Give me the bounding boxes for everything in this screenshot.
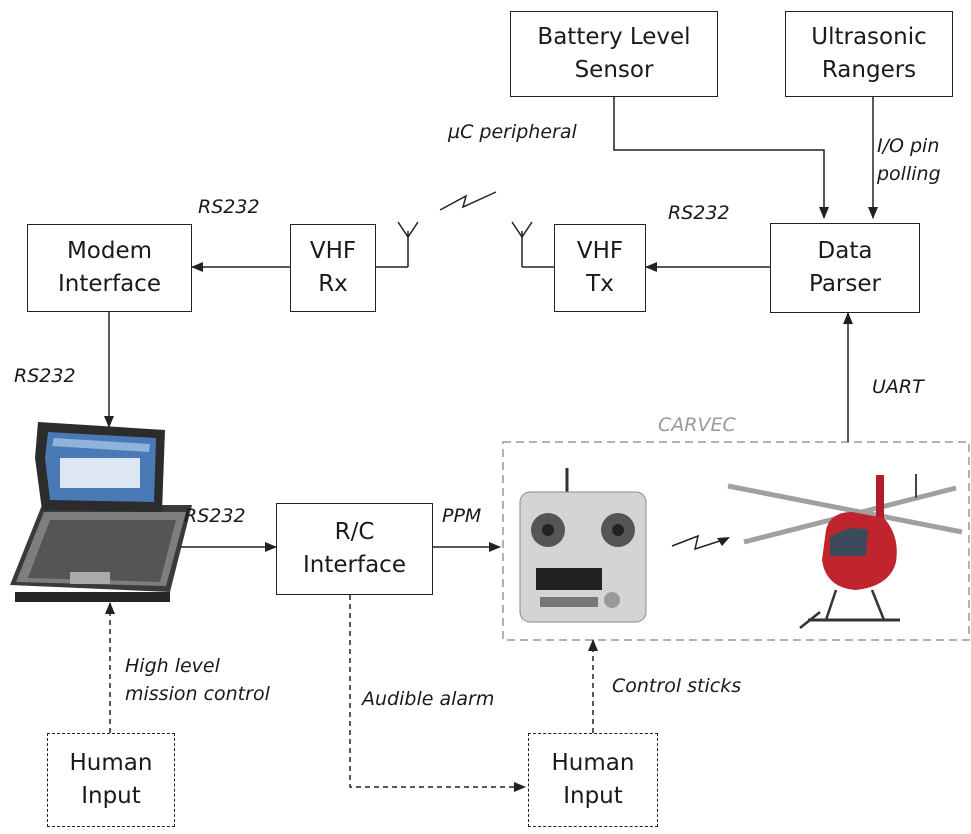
high-level-mission-control-label: High level mission control	[125, 653, 270, 708]
ultrasonic-rangers-box: Ultrasonic Rangers	[785, 11, 953, 97]
radio-link-icon	[439, 191, 497, 211]
parser-line-1: Data	[817, 237, 873, 264]
laptop-icon	[10, 422, 192, 602]
io-pin-polling-label: I/O pin polling	[877, 133, 941, 188]
ultrasonic-line-1: Ultrasonic	[811, 23, 927, 50]
vhf-tx-line-1: VHF	[576, 237, 624, 264]
high-level-line-2: mission control	[125, 682, 270, 705]
rs232-tx-label: RS232	[668, 202, 730, 224]
vhf-rx-line-2: Rx	[318, 271, 348, 297]
rc-line-1: R/C	[334, 518, 375, 545]
rs232-laptop-label: RS232	[184, 505, 246, 527]
human-input-right-box: Human Input	[528, 733, 658, 827]
vhf-rx-line-1: VHF	[309, 237, 357, 264]
io-pin-line-2: polling	[877, 162, 941, 185]
battery-line-2: Sensor	[574, 57, 654, 83]
ultrasonic-line-2: Rangers	[821, 57, 917, 83]
vhf-tx-line-2: Tx	[586, 271, 614, 297]
io-pin-line-1: I/O pin	[877, 135, 940, 157]
human-right-line-2: Input	[563, 783, 623, 809]
uc-peripheral-label: µC peripheral	[448, 121, 577, 143]
tx-antenna-icon	[511, 221, 554, 268]
battery-line-1: Battery Level	[537, 23, 691, 50]
vhf-tx-box: VHF Tx	[554, 224, 646, 312]
battery-level-sensor-box: Battery Level Sensor	[510, 11, 718, 97]
battery-to-parser-arrow	[613, 97, 829, 219]
modem-line-1: Modem	[66, 237, 153, 264]
carvec-title: CARVEC	[658, 414, 736, 436]
rs232-modem-label: RS232	[14, 365, 76, 387]
high-level-line-1: High level	[125, 655, 220, 677]
helicopter-icon	[727, 474, 963, 629]
human-left-line-1: Human	[69, 749, 153, 776]
ppm-label: PPM	[442, 505, 482, 527]
vhf-rx-box: VHF Rx	[290, 224, 376, 312]
human-right-line-1: Human	[551, 749, 635, 776]
rc-link-icon	[671, 534, 727, 551]
modem-line-2: Interface	[58, 271, 161, 297]
audible-alarm-label: Audible alarm	[362, 688, 495, 710]
uart-label: UART	[872, 376, 924, 398]
audible-alarm-arrow	[349, 595, 526, 792]
modem-interface-box: Modem Interface	[27, 224, 192, 312]
rc-interface-box: R/C Interface	[276, 503, 433, 595]
human-left-line-2: Input	[81, 783, 141, 809]
human-input-left-box: Human Input	[47, 733, 175, 827]
parser-line-2: Parser	[809, 271, 881, 297]
carvec-group-border	[502, 441, 970, 641]
transmitter-icon	[519, 468, 647, 623]
data-parser-box: Data Parser	[770, 223, 920, 313]
rc-link-arrowhead	[717, 537, 730, 546]
rx-antenna-icon	[376, 221, 419, 268]
rs232-rx-label: RS232	[198, 196, 260, 218]
rc-line-2: Interface	[303, 552, 406, 578]
control-sticks-label: Control sticks	[612, 675, 742, 697]
